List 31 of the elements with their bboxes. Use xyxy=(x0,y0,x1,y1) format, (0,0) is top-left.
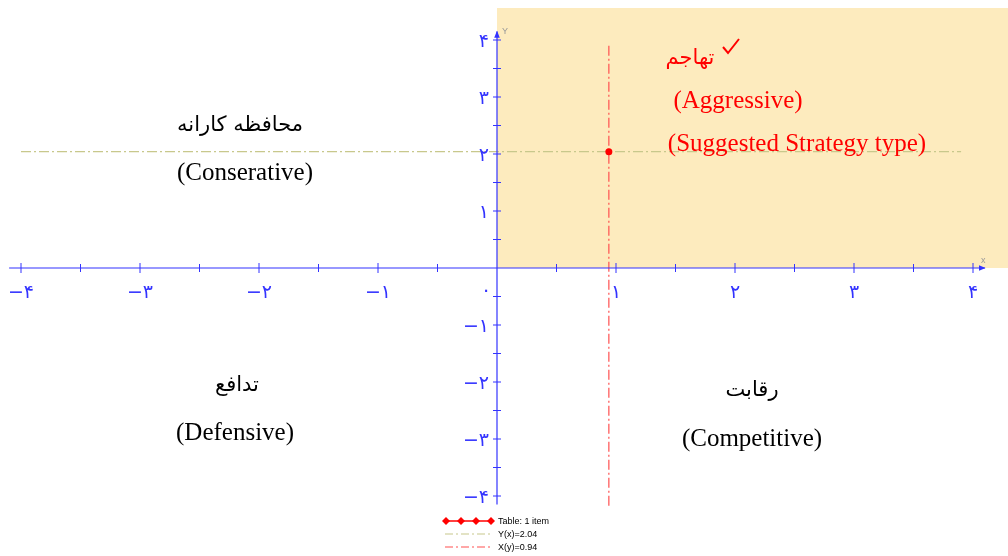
quadrant-label: (Competitive) xyxy=(681,424,823,452)
tick-label: −۴ xyxy=(7,282,35,301)
tick-label: ۲ xyxy=(729,282,741,301)
quadrant-label: (Suggested Strategy type) xyxy=(667,129,927,157)
tick-label: −۳ xyxy=(462,429,489,449)
tick-label: −۱ xyxy=(364,282,392,301)
quadrant-label: محافظه کارانه xyxy=(177,113,303,137)
tick-label: ۱ xyxy=(478,201,489,221)
tick-label: ۳ xyxy=(848,282,860,301)
tick-label: −۲ xyxy=(245,282,273,301)
tick-label: ۲ xyxy=(478,144,489,164)
quadrant-label: رقابت xyxy=(725,378,779,402)
quadrant-label: تدافع xyxy=(215,373,259,397)
axis-label: Y xyxy=(502,27,508,37)
tick-label: −۲ xyxy=(462,372,489,392)
axis-label: x xyxy=(980,256,986,265)
quadrant-label: (Aggressive) xyxy=(673,86,803,114)
tick-label: ۴ xyxy=(967,282,979,301)
tick-label: ۴ xyxy=(478,30,489,50)
tick-label: −۱ xyxy=(462,315,489,335)
quadrant-label: (Defensive) xyxy=(176,418,294,446)
tick-label: ۰ xyxy=(481,280,492,299)
tick-label: −۳ xyxy=(126,282,154,301)
legend-label: Table: 1 item xyxy=(498,516,550,526)
tick-label: ۱ xyxy=(610,282,622,301)
tick-label: ۳ xyxy=(478,87,489,107)
legend-label: X(y)=0.94 xyxy=(498,542,538,552)
quadrant-label: (Conserative) xyxy=(176,158,314,186)
legend-label: Y(x)=2.04 xyxy=(498,529,538,539)
tick-label: −۴ xyxy=(462,486,489,506)
quadrant-label: تهاجم xyxy=(665,46,715,70)
